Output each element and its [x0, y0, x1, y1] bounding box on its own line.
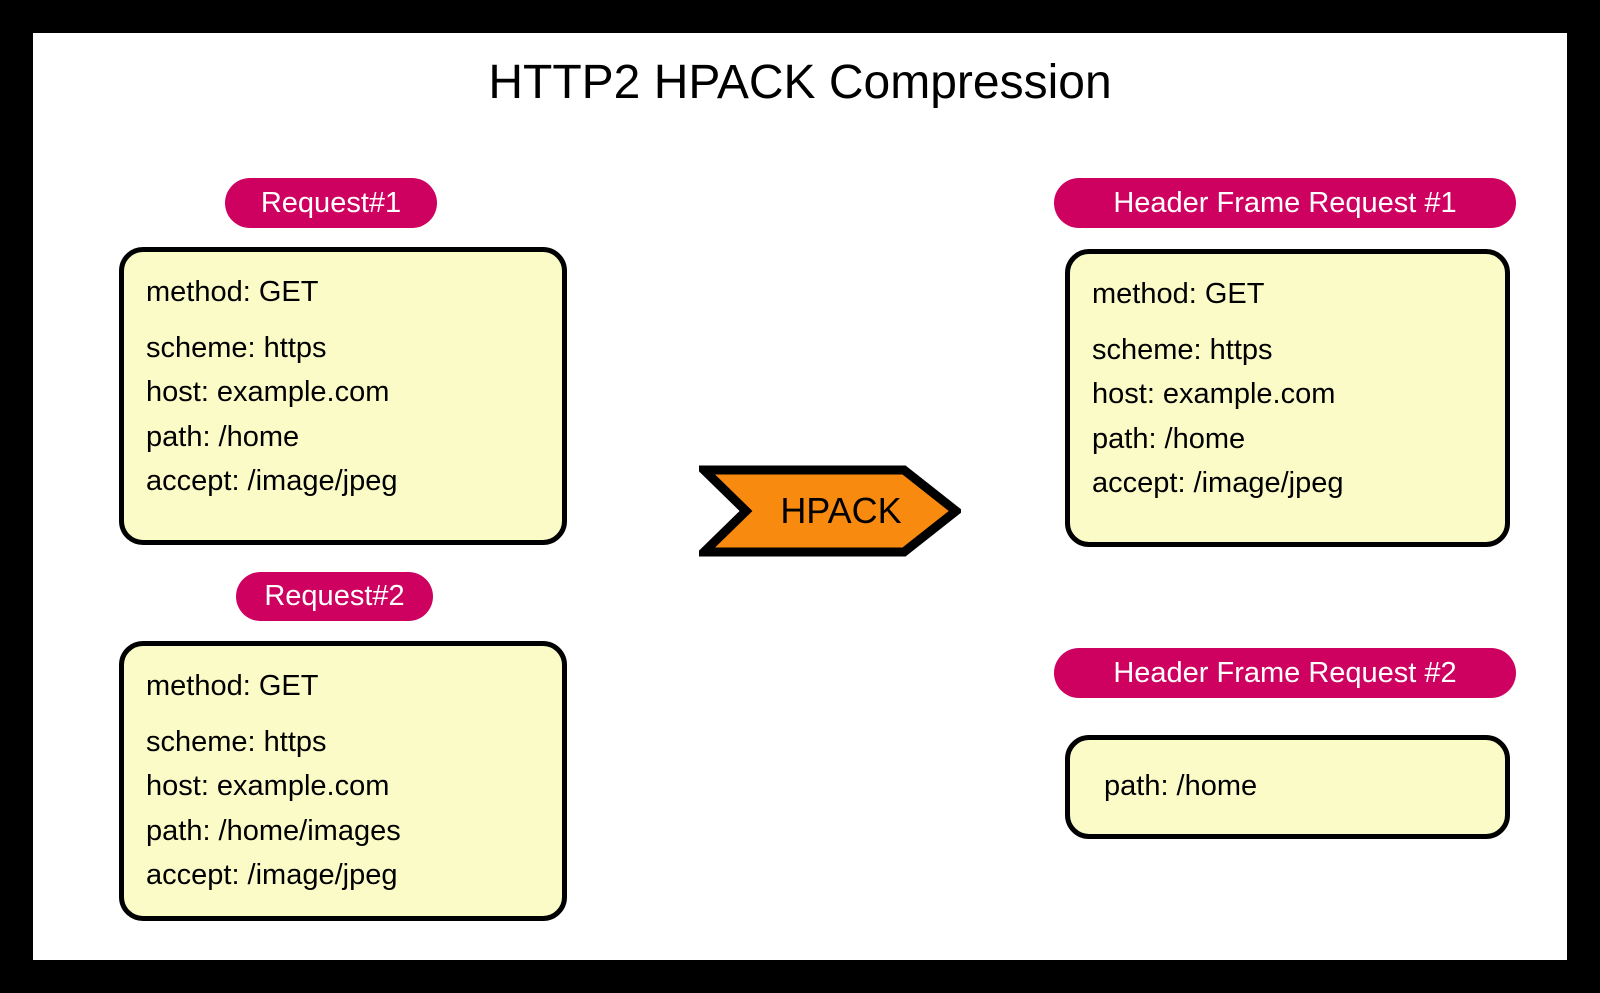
hpack-arrow-icon: [699, 465, 961, 557]
header-line-accept: accept: /image/jpeg: [146, 859, 398, 892]
header-line-scheme: scheme: https: [146, 725, 327, 758]
header-line-method: method: GET: [146, 276, 319, 308]
header-line-path: path: /home: [1104, 770, 1258, 803]
header-line-host: host: example.com: [146, 376, 390, 409]
header-line-method: method: GET: [1092, 278, 1265, 310]
header-line-path: path: /home/images: [146, 814, 401, 847]
badge-request-1: Request#1: [225, 178, 437, 228]
diagram-page: HTTP2 HPACK Compression Request#1 method…: [33, 33, 1567, 960]
badge-header-frame-request-2: Header Frame Request #2: [1054, 648, 1516, 698]
card-request-2-lines: method: GET scheme: https host: example.…: [124, 646, 562, 891]
badge-request-2: Request#2: [236, 572, 433, 621]
card-request-1: method: GET scheme: https host: example.…: [119, 247, 567, 545]
header-line-path: path: /home: [1092, 422, 1246, 455]
header-line-path: path: /home: [146, 420, 300, 453]
header-line-scheme: scheme: https: [1092, 333, 1273, 366]
card-header-frame-1-lines: method: GET scheme: https host: example.…: [1070, 254, 1505, 499]
header-line-method: method: GET: [146, 670, 319, 702]
card-header-frame-request-2: path: /home: [1065, 735, 1510, 839]
badge-header-frame-request-1: Header Frame Request #1: [1054, 178, 1516, 228]
card-header-frame-request-1: method: GET scheme: https host: example.…: [1065, 249, 1510, 547]
header-line-host: host: example.com: [146, 770, 390, 803]
page-title: HTTP2 HPACK Compression: [488, 56, 1112, 109]
header-line-scheme: scheme: https: [146, 331, 327, 364]
card-request-2: method: GET scheme: https host: example.…: [119, 641, 567, 921]
card-header-frame-2-lines: path: /home: [1070, 740, 1505, 834]
header-line-accept: accept: /image/jpeg: [146, 465, 398, 498]
header-line-accept: accept: /image/jpeg: [1092, 467, 1344, 500]
card-request-1-lines: method: GET scheme: https host: example.…: [124, 252, 562, 497]
header-line-host: host: example.com: [1092, 378, 1336, 411]
